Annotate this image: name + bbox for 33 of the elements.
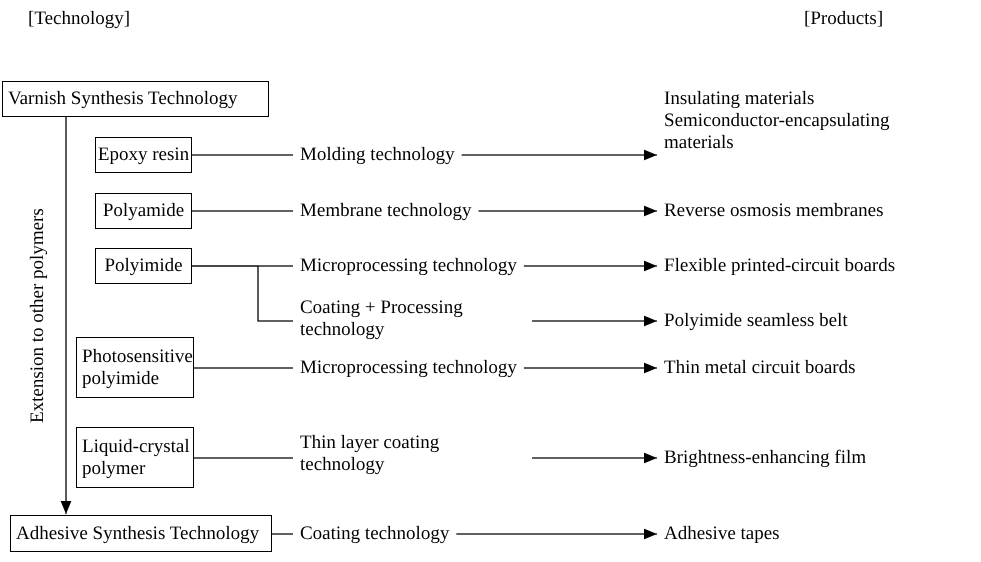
arrow — [532, 316, 657, 326]
column-heading: [Products] — [804, 8, 884, 30]
edge-label: Extension to other polymers — [28, 208, 48, 423]
flow-text: Coating technology — [300, 523, 450, 545]
arrow — [478, 206, 657, 216]
column-heading: [Technology] — [28, 8, 130, 30]
connector-line — [192, 265, 293, 322]
connector-line — [272, 533, 293, 535]
connector-line — [192, 154, 293, 156]
technology-box: Adhesive Synthesis Technology — [10, 515, 272, 552]
flow-text: Microprocessing technology — [300, 357, 517, 379]
arrow — [524, 362, 657, 374]
arrow — [532, 452, 657, 464]
flow-text: Flexible printed-circuit boards — [664, 255, 896, 277]
flow-text: Microprocessing technology — [300, 255, 517, 277]
technology-box: Polyimide — [95, 248, 192, 284]
arrow — [524, 260, 657, 272]
flow-text: Brightness-enhancing film — [664, 447, 866, 469]
technology-box: Polyamide — [95, 193, 192, 229]
arrow — [60, 117, 72, 514]
connector-line — [194, 367, 293, 369]
technology-box: Epoxy resin — [95, 137, 192, 173]
connector-line — [192, 210, 293, 212]
technology-box: Photosensitive polyimide — [76, 337, 194, 398]
connector-line — [194, 457, 293, 459]
technology-box: Varnish Synthesis Technology — [2, 81, 269, 117]
flow-text: Molding technology — [300, 144, 455, 166]
flow-text: Membrane technology — [300, 200, 472, 222]
flow-text: Adhesive tapes — [664, 523, 780, 545]
arrow — [462, 150, 657, 160]
flow-text: Polyimide seamless belt — [664, 310, 848, 332]
arrow — [456, 528, 657, 540]
technology-box: Liquid-crystal polymer — [76, 427, 194, 488]
